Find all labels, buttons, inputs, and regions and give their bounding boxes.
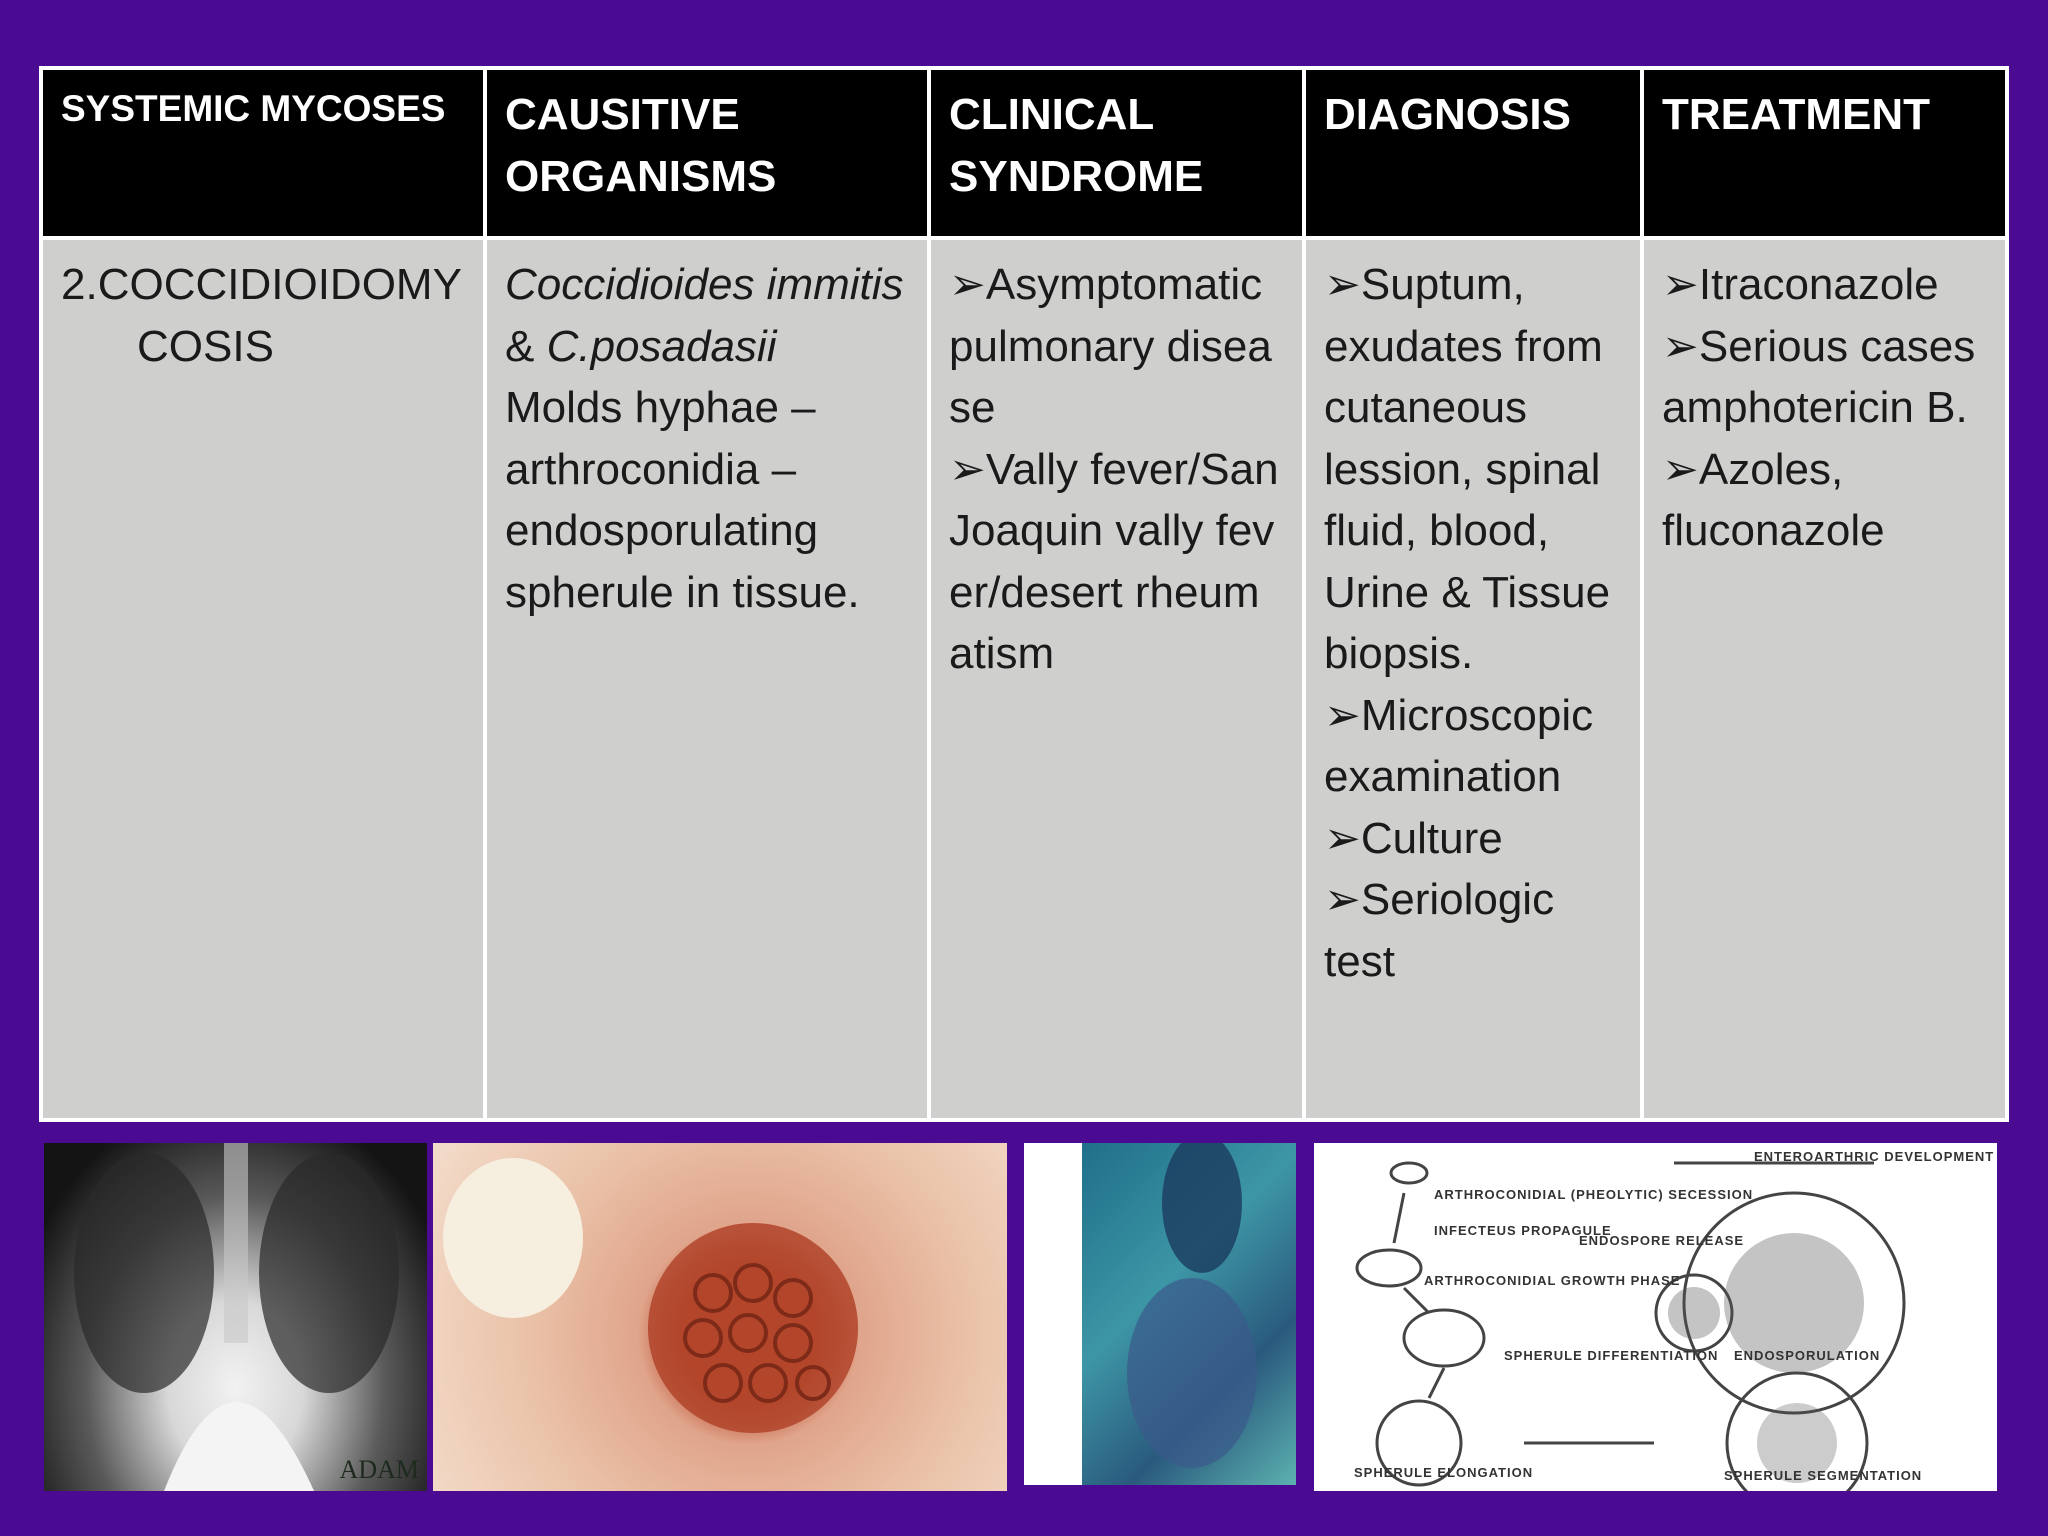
adam-watermark: ADAM [339, 1455, 419, 1484]
chest-xray-image: ADAM [44, 1143, 427, 1491]
lifecycle-label: SPHERULE ELONGATION [1354, 1465, 1534, 1480]
treatment-cell: Itraconazole Serious cases amphotericin … [1640, 236, 2009, 1122]
lifecycle-label: SPHERULE SEGMENTATION [1724, 1468, 1923, 1483]
histology-spherule-image [433, 1143, 1007, 1491]
header-diagnosis: DIAGNOSIS [1302, 66, 1644, 240]
header-systemic-mycoses: SYSTEMIC MYCOSES [39, 66, 487, 240]
organism-species-2: C.posadasii [546, 321, 777, 371]
table-row: 2.COCCIDIOIDOMY COSIS Coccidioides immit… [39, 236, 2009, 1122]
disease-name-line1: 2.COCCIDIOIDOMY [61, 260, 462, 309]
lifecycle-label: ARTHROCONIDIAL GROWTH PHASE [1424, 1273, 1681, 1288]
diagnosis-cell: Suptum, exudates from cutaneous lession,… [1302, 236, 1644, 1122]
diagnosis-item: Suptum, exudates from cutaneous lession,… [1324, 254, 1622, 685]
image-divider [1024, 1143, 1082, 1485]
disease-name-line2: COSIS [137, 321, 274, 371]
treatment-item: Itraconazole [1662, 254, 1987, 316]
treatment-item: Azoles, fluconazole [1662, 439, 1987, 562]
mycoses-table: SYSTEMIC MYCOSES CAUSITIVE ORGANISMS CLI… [39, 66, 2009, 1122]
organism-species-1: Coccidioides immitis [505, 260, 904, 309]
lifecycle-label: ENTEROARTHRIC DEVELOPMENT [1754, 1149, 1995, 1164]
lifecycle-label: ENDOSPORULATION [1734, 1348, 1881, 1363]
clinical-item: Vally fever/SanJoaquin vally fever/deser… [949, 439, 1284, 685]
lifecycle-illustration [1355, 1161, 1906, 1491]
organism-ampersand: & [505, 321, 547, 371]
clinical-cell: Asymptomatic pulmonary disease Vally fev… [927, 236, 1306, 1122]
lifecycle-diagram-image: ENTEROARTHRIC DEVELOPMENT ARTHROCONIDIAL… [1314, 1143, 1997, 1491]
header-clinical-syndrome: CLINICAL SYNDROME [927, 66, 1306, 240]
header-treatment: TREATMENT [1640, 66, 2009, 240]
disease-cell: 2.COCCIDIOIDOMY COSIS [39, 236, 487, 1122]
organism-description: Molds hyphae – arthroconidia – endosporu… [505, 383, 860, 617]
diagnosis-item: Culture [1324, 808, 1622, 870]
clinical-item: Asymptomatic pulmonary disease [949, 254, 1284, 439]
xray-illustration [74, 1143, 399, 1491]
lifecycle-label: SPHERULE DIFFERENTIATION [1504, 1348, 1719, 1363]
treatment-item: Serious cases amphotericin B. [1662, 316, 1987, 439]
diagnosis-item: Microscopic examination [1324, 685, 1622, 808]
lifecycle-label: INFECTEUS PROPAGULE [1434, 1223, 1612, 1238]
organism-names: Coccidioides immitis & C.posadasii [505, 254, 909, 377]
stained-tissue-image [1082, 1143, 1296, 1485]
lifecycle-label: ENDOSPORE RELEASE [1579, 1233, 1745, 1248]
spherule-illustration [443, 1158, 858, 1433]
organism-cell: Coccidioides immitis & C.posadasii Molds… [483, 236, 931, 1122]
header-row: SYSTEMIC MYCOSES CAUSITIVE ORGANISMS CLI… [39, 66, 2009, 240]
lifecycle-label: ARTHROCONIDIAL (PHEOLYTIC) SECESSION [1434, 1187, 1754, 1202]
diagnosis-item: Seriologic test [1324, 869, 1622, 992]
stain-illustration [1127, 1143, 1257, 1468]
header-causitive-organisms: CAUSITIVE ORGANISMS [483, 66, 931, 240]
